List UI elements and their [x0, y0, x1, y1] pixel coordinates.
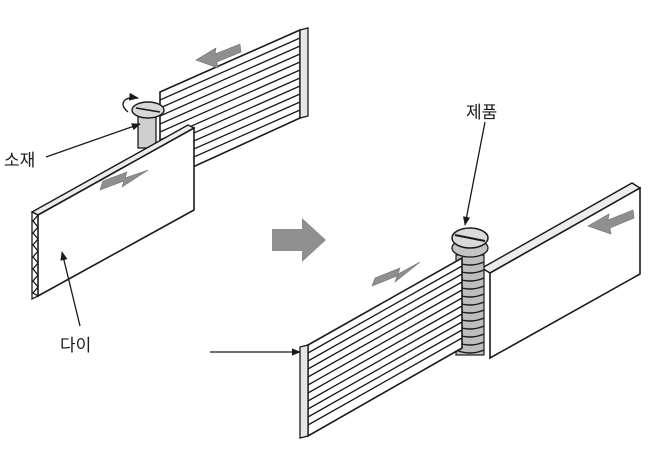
label-die: 다이 — [60, 336, 92, 356]
transition-arrow — [272, 218, 326, 262]
arrow-front-die-left — [99, 169, 149, 191]
arrow-front-die-right — [371, 261, 421, 287]
arrow-back-die-left — [195, 43, 242, 69]
leader-product — [462, 121, 486, 226]
label-blank: 소재 — [4, 151, 36, 171]
leader-die — [60, 251, 81, 327]
front-die-left — [30, 124, 196, 301]
leader-blank — [45, 123, 141, 158]
arrow-back-die-right — [587, 209, 635, 235]
left-assembly — [30, 27, 309, 301]
front-die-right — [299, 256, 463, 439]
blank-workpiece — [122, 92, 165, 149]
label-product: 제품 — [466, 103, 498, 123]
back-die-right — [480, 182, 642, 360]
leader-lines — [45, 121, 486, 356]
right-assembly — [299, 182, 642, 439]
